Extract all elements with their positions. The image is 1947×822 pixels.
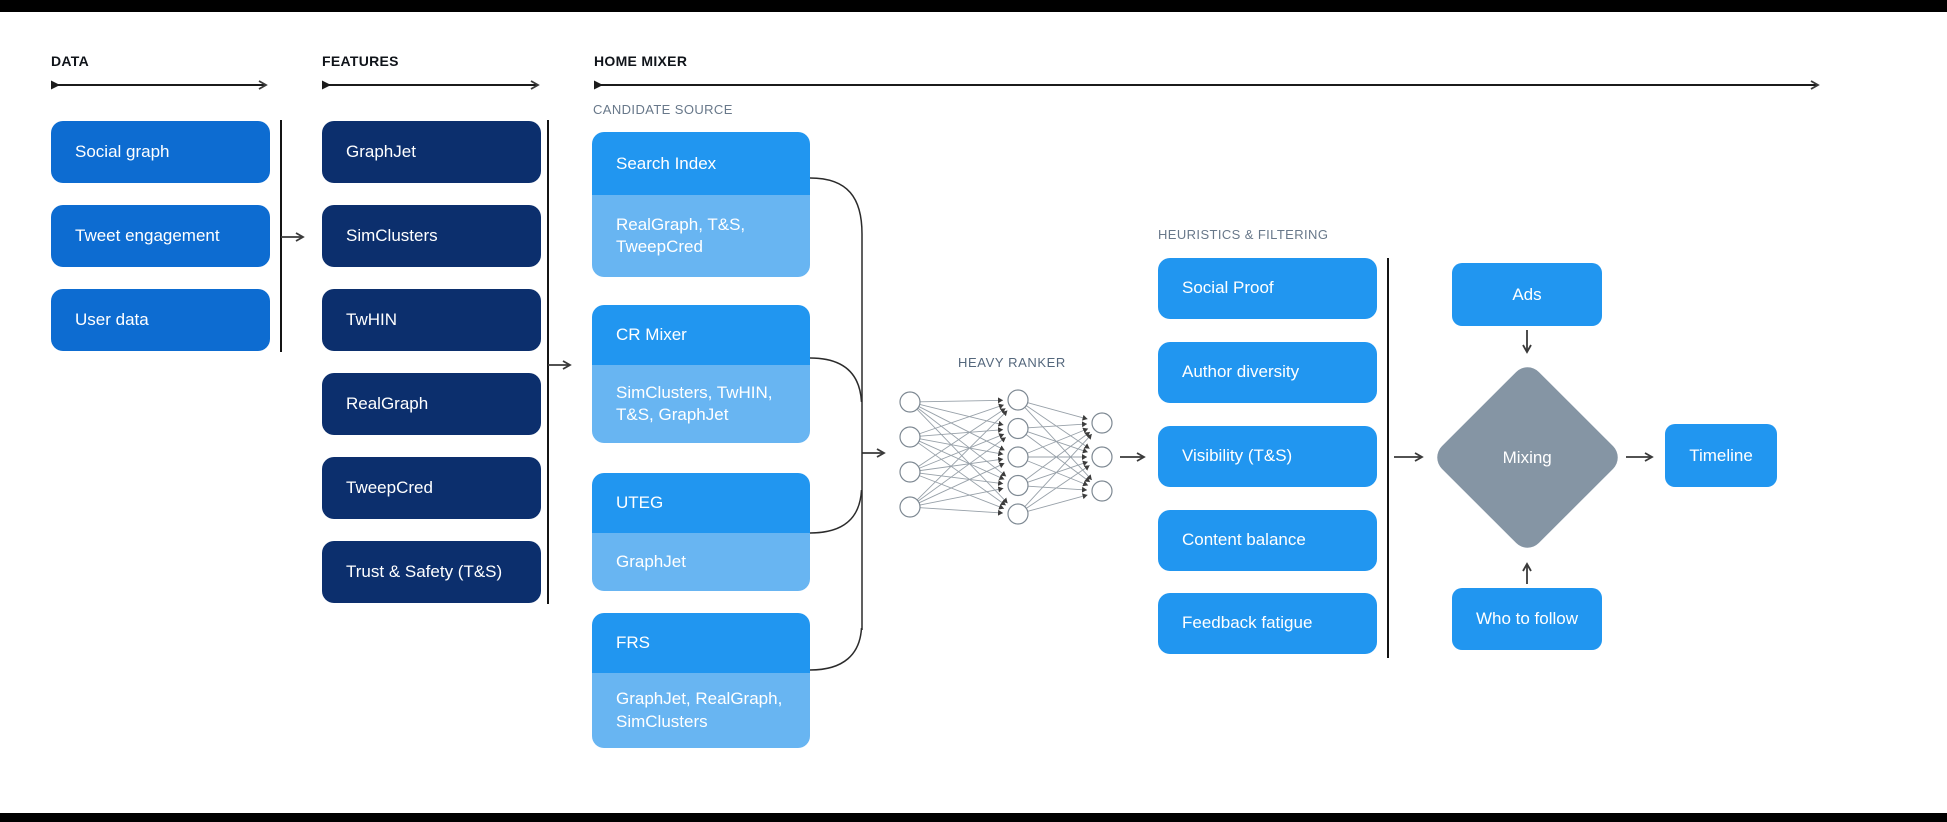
bottom-letterbox-bar	[0, 813, 1947, 822]
node-ads: Ads	[1452, 263, 1602, 326]
candidate-sources: GraphJet, RealGraph, SimClusters	[592, 673, 810, 748]
top-letterbox-bar	[0, 0, 1947, 12]
node-tweepcred: TweepCred	[322, 457, 541, 519]
candidate-frs: FRS GraphJet, RealGraph, SimClusters	[592, 613, 810, 748]
node-simclusters: SimClusters	[322, 205, 541, 267]
candidate-sources: SimClusters, TwHIN, T&S, GraphJet	[592, 365, 810, 443]
candidate-source-label: CANDIDATE SOURCE	[593, 102, 733, 117]
node-user-data: User data	[51, 289, 270, 351]
heavy-ranker-network	[899, 389, 1113, 525]
node-graphjet: GraphJet	[322, 121, 541, 183]
candidate-title: Search Index	[592, 132, 810, 195]
candidate-sources: RealGraph, T&S, TweepCred	[592, 195, 810, 277]
heavy-ranker-label: HEAVY RANKER	[958, 355, 1066, 370]
mixing-diamond-label: Mixing	[1502, 447, 1553, 467]
node-social-graph: Social graph	[51, 121, 270, 183]
node-who-to-follow: Who to follow	[1452, 588, 1602, 650]
candidate-sources: GraphJet	[592, 533, 810, 591]
node-twhin: TwHIN	[322, 289, 541, 351]
node-author-diversity: Author diversity	[1158, 342, 1377, 403]
home-mixer-label: HOME MIXER	[594, 53, 688, 69]
candidate-cr-mixer: CR Mixer SimClusters, TwHIN, T&S, GraphJ…	[592, 305, 810, 443]
mixing-diamond: Mixing	[1430, 360, 1625, 555]
node-content-balance: Content balance	[1158, 510, 1377, 571]
candidate-title: FRS	[592, 613, 810, 673]
candidate-title: CR Mixer	[592, 305, 810, 365]
candidate-title: UTEG	[592, 473, 810, 533]
heuristics-filtering-label: HEURISTICS & FILTERING	[1158, 227, 1329, 242]
node-tweet-engagement: Tweet engagement	[51, 205, 270, 267]
candidate-uteg: UTEG GraphJet	[592, 473, 810, 591]
features-column-label: FEATURES	[322, 53, 399, 69]
data-column-label: DATA	[51, 53, 90, 69]
node-timeline: Timeline	[1665, 424, 1777, 487]
node-visibility: Visibility (T&S)	[1158, 426, 1377, 487]
node-social-proof: Social Proof	[1158, 258, 1377, 319]
node-feedback-fatigue: Feedback fatigue	[1158, 593, 1377, 654]
node-realgraph: RealGraph	[322, 373, 541, 435]
node-trust-safety: Trust & Safety (T&S)	[322, 541, 541, 603]
candidate-search-index: Search Index RealGraph, T&S, TweepCred	[592, 132, 810, 277]
